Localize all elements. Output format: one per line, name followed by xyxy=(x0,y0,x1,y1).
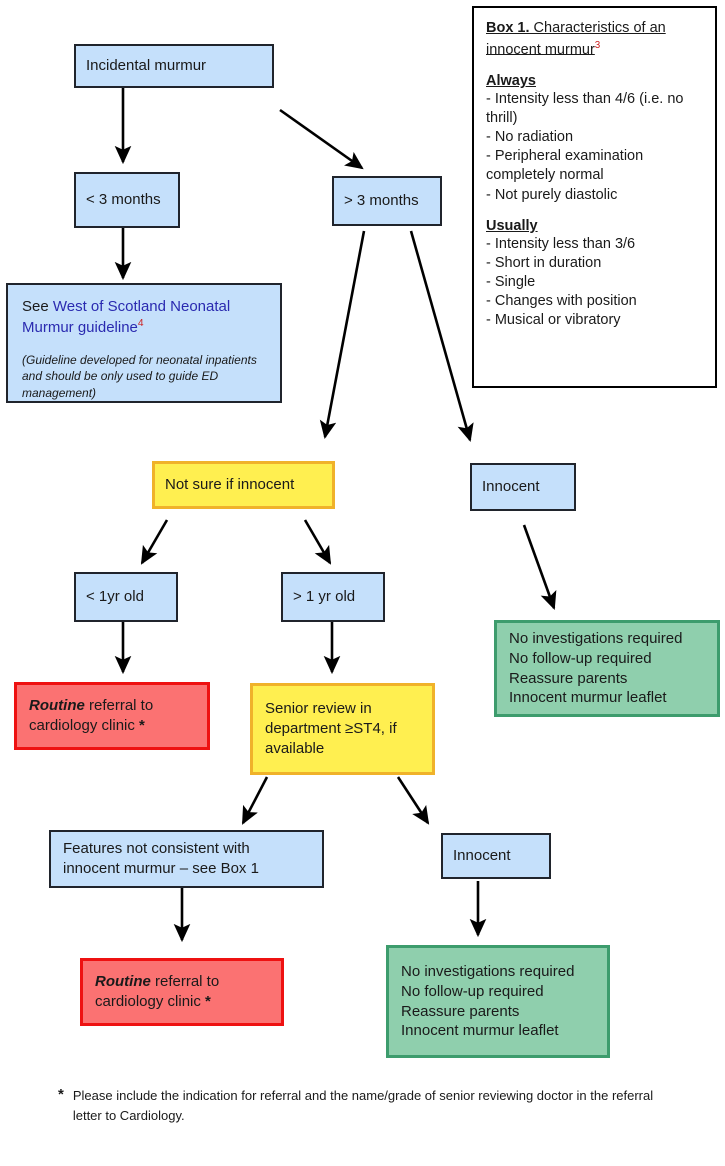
box1-title-rest: Characteristics of an innocent murmur xyxy=(486,20,666,58)
box1-usually-item: - Changes with position xyxy=(486,293,637,310)
routine-rest: referral to cardiology clinic xyxy=(95,973,220,1010)
wos-superscript: 4 xyxy=(137,317,144,329)
node-west-of-scotland-guideline[interactable]: See West of Scotland Neonatal Murmur gui… xyxy=(6,283,282,403)
node-features-not-consistent[interactable]: Features not consistent with innocent mu… xyxy=(49,830,324,888)
node-label: Not sure if innocent xyxy=(165,476,295,494)
footnote: * Please include the indication for refe… xyxy=(58,1086,678,1126)
routine-emphasis: Routine xyxy=(95,973,151,991)
green-line: No investigations required xyxy=(509,629,683,647)
node-under-3-months[interactable]: < 3 months xyxy=(74,172,180,228)
node-label: < 1yr old xyxy=(86,588,144,606)
node-over-1yr-old[interactable]: > 1 yr old xyxy=(281,572,385,622)
node-routine-referral-upper[interactable]: Routine referral to cardiology clinic * xyxy=(14,682,210,750)
box1-usually-heading: Usually xyxy=(486,217,538,234)
green-line: No investigations required xyxy=(401,962,575,980)
box1-usually-item: - Short in duration xyxy=(486,254,602,271)
box1-usually-item: - Intensity less than 3/6 xyxy=(486,235,636,252)
node-green-outcome-upper[interactable]: No investigations required No follow-up … xyxy=(494,620,720,717)
box1-usually-item: - Musical or vibratory xyxy=(486,312,621,329)
node-innocent-lower[interactable]: Innocent xyxy=(441,833,551,879)
wos-guideline-note: (Guideline developed for neonatal inpati… xyxy=(22,352,257,400)
node-label: Senior review in department ≥ST4, if ava… xyxy=(265,700,397,757)
node-label: > 1 yr old xyxy=(293,588,356,606)
node-not-sure-if-innocent[interactable]: Not sure if innocent xyxy=(152,461,335,509)
box1-title-superscript: 3 xyxy=(594,39,601,51)
box1-characteristics: Box 1. Characteristics of an innocent mu… xyxy=(472,6,717,388)
routine-rest: referral to cardiology clinic xyxy=(29,697,154,734)
routine-referral-text: Routine referral to cardiology clinic * xyxy=(29,696,195,736)
arrow-innocent-to-green-upper xyxy=(522,524,557,610)
box1-always-item: - Not purely diastolic xyxy=(486,186,618,203)
footnote-marker: * xyxy=(58,1086,64,1103)
arrow-senior-to-features xyxy=(241,776,269,825)
box1-usually-item: - Single xyxy=(486,273,536,290)
node-under-1yr-old[interactable]: < 1yr old xyxy=(74,572,178,622)
asterisk-marker: * xyxy=(139,717,145,734)
node-innocent-upper[interactable]: Innocent xyxy=(470,463,576,511)
node-label: > 3 months xyxy=(344,192,419,210)
node-label: Innocent xyxy=(482,478,540,496)
node-incidental-murmur[interactable]: Incidental murmur xyxy=(74,44,274,88)
node-senior-review[interactable]: Senior review in department ≥ST4, if ava… xyxy=(250,683,435,775)
arrow-over3-to-innocent xyxy=(409,230,474,443)
arrow-notsure-to-under1yr xyxy=(140,519,169,565)
green-line: Reassure parents xyxy=(401,1002,520,1020)
arrow-incidental-to-over3 xyxy=(279,108,364,170)
box1-title: Box 1. Characteristics of an innocent mu… xyxy=(486,18,703,60)
wos-guideline-line: See West of Scotland Neonatal Murmur gui… xyxy=(22,297,266,338)
box1-title-label: Box 1. xyxy=(486,20,530,36)
green-line: Reassure parents xyxy=(509,669,628,687)
wos-prefix: See xyxy=(22,298,53,315)
green-line: Innocent murmur leaflet xyxy=(401,1022,559,1040)
box1-always-item: - Peripheral examination completely norm… xyxy=(486,148,644,184)
arrow-senior-to-innocent-lower xyxy=(396,776,430,825)
box1-always-item: - Intensity less than 4/6 (i.e. no thril… xyxy=(486,90,684,127)
arrow-over3-to-notsure xyxy=(319,230,366,440)
node-label: < 3 months xyxy=(86,191,161,209)
asterisk-marker: * xyxy=(205,993,211,1010)
box1-always-item: - No radiation xyxy=(486,129,574,146)
node-routine-referral-lower[interactable]: Routine referral to cardiology clinic * xyxy=(80,958,284,1026)
green-line: Innocent murmur leaflet xyxy=(509,689,667,707)
arrow-notsure-to-over1yr xyxy=(303,519,332,565)
footnote-text: Please include the indication for referr… xyxy=(72,1088,654,1124)
node-over-3-months[interactable]: > 3 months xyxy=(332,176,442,226)
node-green-outcome-lower[interactable]: No investigations required No follow-up … xyxy=(386,945,610,1058)
box1-always-heading: Always xyxy=(486,72,536,89)
routine-referral-text: Routine referral to cardiology clinic * xyxy=(95,972,269,1012)
green-line: No follow-up required xyxy=(401,982,544,1000)
node-label: Incidental murmur xyxy=(86,57,207,75)
wos-guideline-link[interactable]: West of Scotland Neonatal Murmur guideli… xyxy=(22,298,231,336)
routine-emphasis: Routine xyxy=(29,697,85,715)
node-label: Features not consistent with innocent mu… xyxy=(63,840,259,877)
green-line: No follow-up required xyxy=(509,649,652,667)
node-label: Innocent xyxy=(453,847,511,865)
